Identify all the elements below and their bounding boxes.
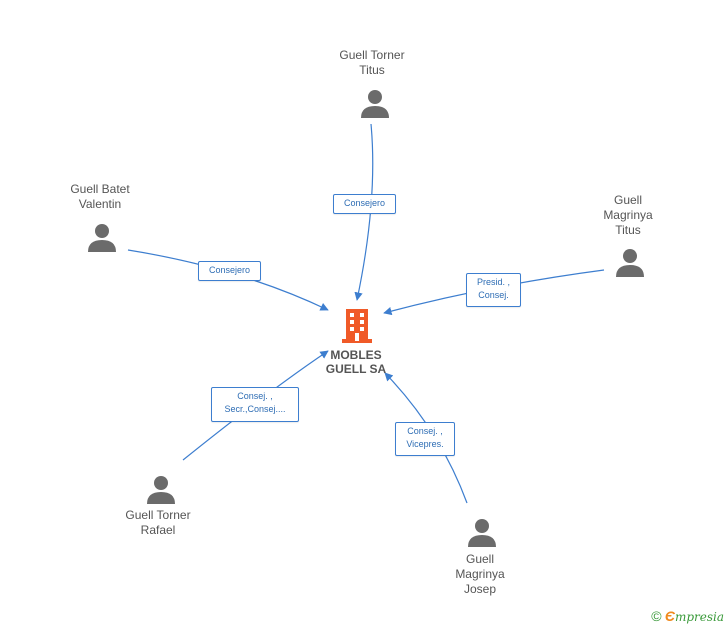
person-node-titus-torner[interactable]: Guell Torner Titus bbox=[322, 48, 422, 78]
person-icon[interactable] bbox=[467, 517, 497, 549]
person-icon[interactable] bbox=[360, 88, 390, 120]
logo-text: mpresia bbox=[674, 610, 724, 624]
relation-label[interactable]: Presid. , Consej. bbox=[466, 273, 521, 307]
relation-label[interactable]: Consej. , Secr.,Consej.... bbox=[211, 387, 299, 422]
logo-e: Є bbox=[664, 608, 675, 624]
person-name: Guell Torner Rafael bbox=[125, 508, 191, 537]
relation-label[interactable]: Consejero bbox=[333, 194, 396, 214]
empresia-logo[interactable]: © Єmpresia bbox=[651, 608, 724, 624]
person-node-rafael[interactable]: Guell Torner Rafael bbox=[108, 508, 208, 538]
relation-label[interactable]: Consejero bbox=[198, 261, 261, 281]
person-name: Guell Batet Valentin bbox=[70, 182, 130, 211]
person-node-titus-magrinya[interactable]: Guell Magrinya Titus bbox=[578, 193, 678, 238]
company-name[interactable]: MOBLES GUELL SA bbox=[325, 348, 387, 376]
person-node-valentin[interactable]: Guell Batet Valentin bbox=[50, 182, 150, 212]
person-icon[interactable] bbox=[87, 222, 117, 254]
building-icon[interactable] bbox=[342, 307, 372, 343]
person-icon[interactable] bbox=[615, 247, 645, 279]
person-icon[interactable] bbox=[146, 474, 176, 506]
person-name: Guell Torner Titus bbox=[339, 48, 405, 77]
person-node-josep[interactable]: Guell Magrinya Josep bbox=[430, 552, 530, 597]
person-name: Guell Magrinya Titus bbox=[603, 193, 653, 237]
relation-label[interactable]: Consej. , Vicepres. bbox=[395, 422, 455, 456]
person-name: Guell Magrinya Josep bbox=[455, 552, 505, 596]
copyright-symbol: © bbox=[651, 608, 662, 624]
